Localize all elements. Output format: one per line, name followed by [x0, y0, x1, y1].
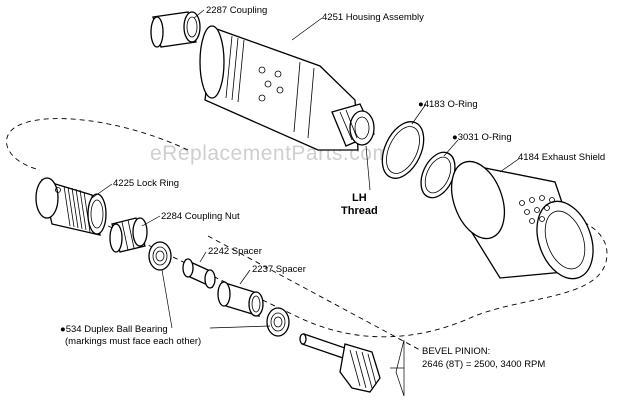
bevel-pinion-part: [299, 333, 381, 393]
assembly-path-return: [207, 235, 421, 351]
label-housing-4251: 4251 Housing Assembly: [322, 12, 424, 23]
oring-4183-part: [381, 121, 425, 179]
label-coupling-2287: 2287 Coupling: [206, 5, 267, 16]
label-exhaust-shield-4184: 4184 Exhaust Shield: [518, 152, 605, 163]
coupling-2287-part: [150, 11, 201, 48]
lock-ring-4225-part: [35, 177, 107, 236]
label-bearing-534-note: (markings must face each other): [65, 336, 201, 347]
label-bevel-pinion-spec: 2646 (8T) = 2500, 3400 RPM: [422, 359, 545, 370]
housing-4251-part: [199, 25, 375, 151]
label-bearing-534: ●534 Duplex Ball Bearing: [60, 324, 168, 335]
ball-bearing-upper-part: [148, 241, 172, 271]
label-spacer-2237: 2237 Spacer: [252, 264, 306, 275]
spacer-2242-part: [182, 258, 216, 289]
label-oring-3031: ●3031 O-Ring: [452, 132, 512, 143]
label-lock-ring-4225: 4225 Lock Ring: [113, 178, 179, 189]
leader-lines: [91, 9, 521, 397]
label-spacer-2242: 2242 Spacer: [208, 246, 262, 257]
label-oring-4183: ●4183 O-Ring: [418, 99, 478, 110]
spacer-2237-part: [217, 281, 264, 317]
label-bevel-pinion: BEVEL PINION:: [422, 346, 490, 357]
assembly-path-dashed: [6, 118, 608, 338]
label-thread: Thread: [341, 205, 378, 217]
exhaust-shield-4184-part: [450, 160, 594, 280]
label-coupling-nut-2284: 2284 Coupling Nut: [161, 211, 240, 222]
coupling-nut-2284-part: [109, 217, 148, 253]
ball-bearing-lower-part: [266, 307, 290, 337]
label-lh: LH: [352, 192, 367, 204]
